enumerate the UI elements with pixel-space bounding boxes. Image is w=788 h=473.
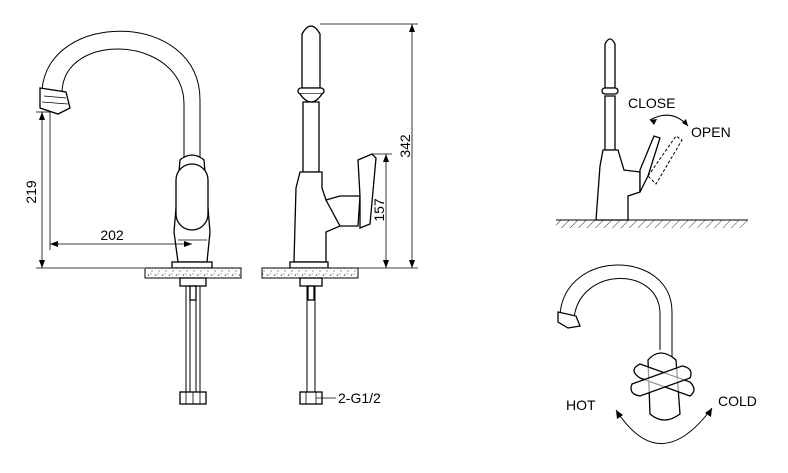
side-view: 2-G1/2 342 157 [261,23,418,406]
open-close-view: CLOSE OPEN [556,38,748,228]
connection-label: 2-G1/2 [338,390,381,406]
dimension-reach: 202 [100,227,124,243]
label-close: CLOSE [628,95,675,111]
label-hot: HOT [566,397,596,413]
dimension-spout-height: 219 [23,180,39,204]
label-cold: COLD [718,393,757,409]
hot-cold-view: HOT COLD [557,264,757,444]
front-view: 219 202 [23,30,242,405]
label-open: OPEN [691,124,731,140]
dimension-total-height: 342 [397,134,413,158]
dimension-handle-height: 157 [371,198,387,222]
